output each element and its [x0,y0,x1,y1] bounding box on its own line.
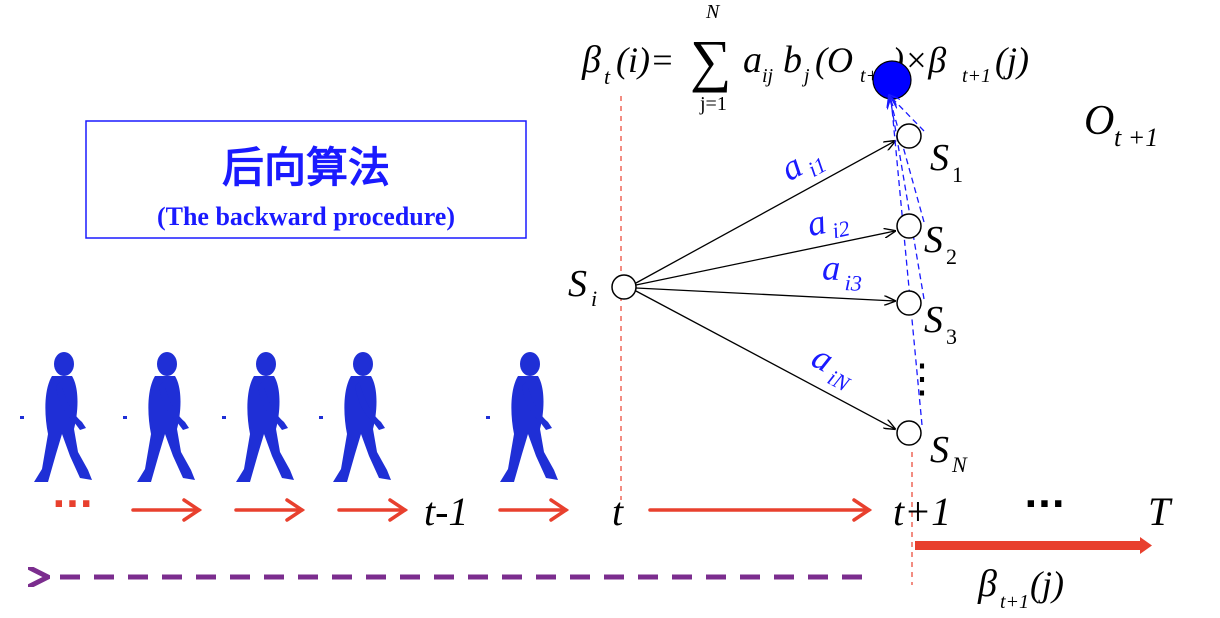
time-label-T: T [1148,489,1173,534]
emission-edges [889,95,925,426]
edge-label-a3-sub: i3 [844,270,862,296]
formula-a-sub: ij [762,65,774,87]
title-text: 后向算法 [222,143,390,192]
edge-label-aN-sub: iN [824,365,855,397]
svg-text:1: 1 [952,162,963,187]
time-label-t-minus-1: t-1 [424,489,468,534]
sum-symbol: ∑ [690,28,731,93]
edge-to-sn [635,290,895,429]
edge-label-a3: a [822,247,841,288]
svg-text:S: S [924,219,943,261]
target-state-1: S 1 [896,123,963,187]
formula-beta: β [581,39,601,81]
sum-lower: j=1 [699,93,727,115]
edge-to-s3 [635,287,895,301]
target-state-n: S N [896,420,968,477]
observation-sub: t +1 [1114,123,1158,152]
walker-4 [319,352,391,482]
svg-text:t+1: t+1 [1000,591,1029,613]
target-state-3: S 3 [896,290,957,349]
svg-text:S: S [930,137,949,179]
svg-text:3: 3 [946,324,957,349]
edge-to-s1 [635,141,895,284]
edge-label-a2-sub: i2 [830,215,852,243]
svg-text:S: S [924,299,943,341]
edge-to-s2 [635,231,895,286]
target-states: S 1 S 2 S 3 ⋮ S N [896,123,968,477]
source-state-sub: i [591,286,597,311]
future-span-bar [915,541,1143,550]
svg-text:β: β [977,563,997,605]
timeline-middle-dots: ··· [1024,484,1065,525]
formula-b-sub: j [801,65,810,87]
svg-text:N: N [951,452,968,477]
walking-figures [20,352,558,482]
target-state-2: S 2 [896,213,957,269]
timeline: ··· t-1 t t+1 ··· T [52,484,1173,554]
walker-1 [20,352,92,482]
formula-beta2-sub: t+1 [962,65,991,87]
svg-text:2: 2 [946,244,957,269]
transition-edges [635,141,895,429]
beta-formula: β t (i)= N ∑ j=1 a ij b j (O t+1 )×β t+1… [581,1,1029,115]
formula-tail: (j) [995,40,1029,80]
observation-node: O t +1 [872,60,1158,152]
svg-text:S: S [930,429,949,471]
svg-text:(j): (j) [1030,564,1064,604]
timeline-leading-dots: ··· [52,484,93,525]
formula-O: (O [815,40,853,80]
edge-labels: a i1 a i2 a i3 a iN [774,145,862,397]
time-label-t-plus-1: t+1 [893,489,951,534]
time-label-t: t [612,489,624,534]
formula-beta-sub: t [604,64,611,89]
edge-label-a2: a [803,201,829,244]
edge-label-a1: a [774,145,809,189]
emission-s3 [890,97,925,300]
walker-5 [486,352,558,482]
walker-3 [222,352,294,482]
vertical-dots: ⋮ [902,356,942,401]
observation-label: O [1084,98,1114,144]
source-state-label: S [568,263,587,305]
formula-a: a [743,39,762,81]
edge-label-a1-sub: i1 [804,152,831,182]
formula-lhs-arg: (i)= [616,40,674,80]
title-box: 后向算法 (The backward procedure) [85,120,527,239]
emission-s2 [889,96,925,223]
subtitle-text: (The backward procedure) [157,202,455,231]
emission-sn [891,98,923,426]
walker-2 [123,352,195,482]
formula-b: b [783,39,802,81]
sum-upper: N [705,1,721,23]
source-state: S i [568,263,637,311]
beta-label: β t+1 (j) [977,563,1064,613]
